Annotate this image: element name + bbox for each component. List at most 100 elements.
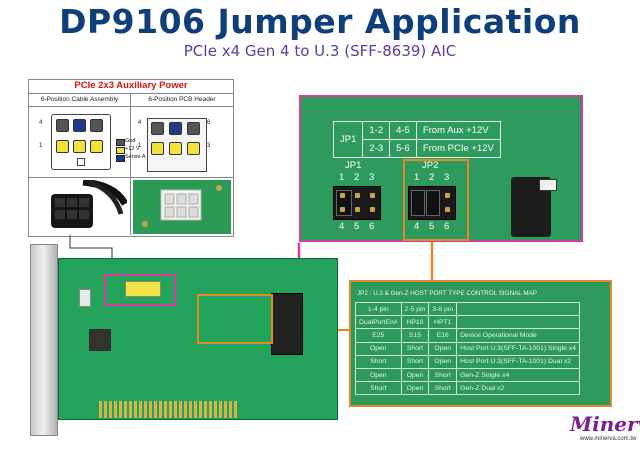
pcb-header-label: 6-Position PCB Header (131, 94, 233, 107)
jp1-pin2: 2 (354, 172, 360, 183)
table-row: 1-4 pin 2-5 pin 3-6 pin (355, 301, 580, 317)
pin-12v (187, 142, 200, 155)
table-cell: DualPortEn# (355, 315, 402, 330)
table-cell: Short (355, 381, 402, 396)
pin-sense (73, 119, 86, 132)
brand-url: www.minerva.com.tw (580, 436, 637, 442)
table-cell: Open (355, 341, 402, 356)
u3-connector (271, 293, 303, 355)
jp1-pin5: 5 (354, 221, 360, 232)
table-cell: HP10 (400, 315, 430, 330)
table-cell: Gen-Z Single x4 (456, 367, 580, 383)
chip (89, 329, 111, 351)
aux-power-title: PCIe 2x3 Auxiliary Power (29, 80, 233, 94)
table-cell: 1-4 pin (355, 301, 402, 317)
silkscreen-highlight (197, 294, 273, 344)
table-cell: Open (400, 381, 430, 396)
pin-6-label: 6 (207, 120, 211, 126)
pin-sense (169, 122, 182, 135)
pin-1-label: 1 (138, 143, 142, 149)
pin-4-label: 4 (138, 120, 142, 126)
jp-cell: 5-6 (389, 139, 417, 158)
pin-12v (73, 140, 86, 153)
table-cell: Host Port U.3(SFF-TA-1001) Single x4 (456, 341, 580, 356)
page-subtitle: PCIe x4 Gen 4 to U.3 (SFF-8639) AIC (183, 42, 457, 60)
legend-gnd: Gnd (125, 138, 136, 144)
table-row: Short Short Open Host Port U.3(SFF-TA-10… (355, 354, 580, 369)
table-cell: 2-5 pin (400, 301, 430, 317)
pin-4-label: 4 (39, 120, 43, 126)
pcie-bracket (30, 244, 58, 436)
legend-12v-swatch (116, 147, 125, 154)
jp1-pin6: 6 (369, 221, 375, 232)
jp1-pin1: 1 (339, 172, 345, 183)
signal-map-table: 1-4 pin 2-5 pin 3-6 pin DualPortEn# HP10… (355, 301, 580, 396)
table-cell: E25 (355, 328, 402, 343)
table-row: Open Short Open Host Port U.3(SFF-TA-100… (355, 341, 580, 356)
pin-gnd (56, 119, 69, 132)
jumper-zoom-view: JP1 1-2 4-5 From Aux +12V 2-3 5-6 From P… (299, 95, 583, 242)
signal-map-panel: JP2 : U.3 & Gen-Z HOST PORT TYPE CONTROL… (349, 280, 612, 407)
table-cell: S15 (400, 328, 430, 343)
pin-1-label: 1 (39, 143, 43, 149)
jp2-label: JP2 (422, 160, 439, 171)
jp2-jumper-cap (426, 190, 440, 216)
jp2-pin3: 3 (444, 172, 450, 183)
pcb-header-photo (133, 180, 231, 234)
table-cell: Short (400, 354, 430, 369)
power-header-on-board (125, 281, 161, 297)
jp-cell: 4-5 (389, 121, 417, 140)
table-cell: Short (400, 341, 430, 356)
pin-gnd (187, 122, 200, 135)
pin-12v (169, 142, 182, 155)
jp2-pin6: 6 (444, 221, 450, 232)
page-title: DP9106 Jumper Application (59, 2, 581, 41)
table-row: Open Open Short Gen-Z Single x4 (355, 367, 580, 383)
table-cell: HPT1 (428, 315, 458, 330)
jp2-pin4: 4 (414, 221, 420, 232)
jp2-highlight (403, 159, 469, 241)
legend-sense-swatch (116, 155, 125, 162)
table-cell (456, 315, 580, 330)
jp1-cell: JP1 (332, 121, 364, 158)
jp2-pin1: 1 (414, 172, 420, 183)
legend-12v: +12 V (125, 146, 140, 152)
jp2-pin5: 5 (429, 221, 435, 232)
cable-connector-outline (51, 114, 111, 170)
table-cell (456, 301, 580, 317)
table-cell: Open (428, 341, 458, 356)
pin-12v (90, 140, 103, 153)
table-cell: Short (355, 354, 402, 369)
pin-3-label: 3 (207, 143, 211, 149)
minerva-logo: Minerva (570, 412, 640, 436)
table-row: E25 S15 E16 Device Operational Mode (355, 328, 580, 343)
adapter-card-board (58, 258, 338, 420)
table-row: Short Open Short Gen-Z Dual x2 (355, 381, 580, 396)
jp1-pin3: 3 (369, 172, 375, 183)
jp-cell: 1-2 (362, 121, 391, 140)
jumper-highlight (104, 274, 176, 306)
table-cell: Gen-Z Dual x2 (456, 381, 580, 396)
pin-gnd (151, 122, 164, 135)
table-cell: Host Port U.3(SFF-TA-1001) Dual x2 (456, 354, 580, 369)
table-cell: Short (428, 367, 458, 383)
table-cell: Open (355, 367, 402, 383)
pin-12v (151, 142, 164, 155)
jp1-pin4: 4 (339, 221, 345, 232)
pin-gnd (90, 119, 103, 132)
legend-gnd-swatch (116, 139, 125, 146)
jp2-pin2: 2 (429, 172, 435, 183)
table-row: DualPortEn# HP10 HPT1 (355, 315, 580, 330)
jp-source-cell: From PCIe +12V (415, 139, 501, 158)
table-cell: Open (400, 367, 430, 383)
table-cell: Device Operational Mode (456, 328, 580, 343)
signal-map-title: JP2 : U.3 & Gen-Z HOST PORT TYPE CONTROL… (357, 290, 537, 297)
table-cell: 3-6 pin (428, 301, 458, 317)
pcie-edge-connector (99, 401, 237, 418)
legend-sense: Sense A (125, 154, 146, 160)
table-cell: E16 (428, 328, 458, 343)
pin-12v (56, 140, 69, 153)
jp2-jumper-cap (411, 190, 425, 216)
jp1-label: JP1 (345, 160, 362, 171)
jp-source-cell: From Aux +12V (415, 121, 501, 140)
